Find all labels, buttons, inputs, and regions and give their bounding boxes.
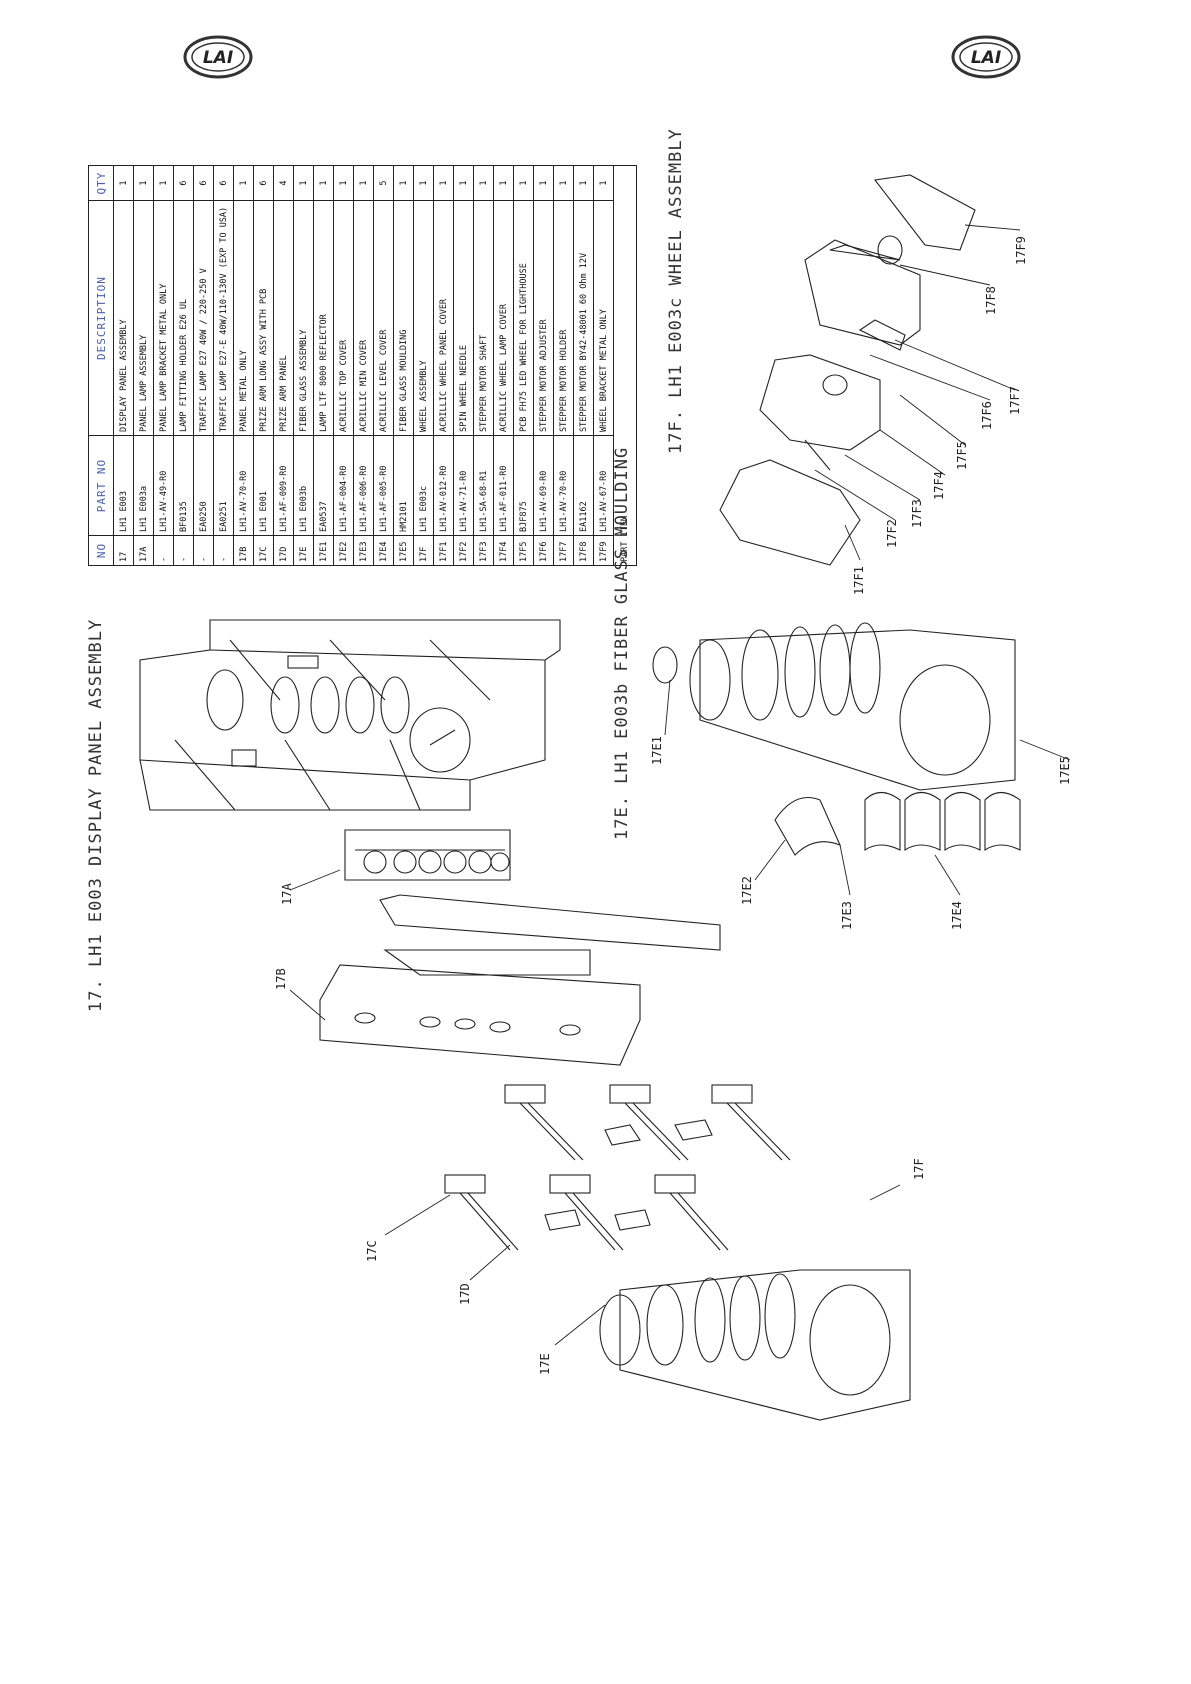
assembled-panel-drawing bbox=[139, 619, 561, 811]
callout-17e2: 17E2 bbox=[740, 876, 754, 905]
panel-metal-drawing bbox=[319, 894, 721, 1066]
callout-17f3: 17F3 bbox=[910, 499, 924, 528]
lai-logo-right: LAI bbox=[950, 32, 1022, 82]
callout-17b: 17B bbox=[274, 968, 288, 990]
callout-17f2: 17F2 bbox=[885, 519, 899, 548]
callout-17d: 17D bbox=[458, 1283, 472, 1305]
callout-17c: 17C bbox=[365, 1240, 379, 1262]
svg-text:LAI: LAI bbox=[203, 48, 233, 68]
callout-17f6: 17F6 bbox=[980, 401, 994, 430]
leader-lines bbox=[289, 224, 1071, 1346]
wheel-exploded-drawing bbox=[719, 174, 976, 566]
callout-17f4: 17F4 bbox=[932, 471, 946, 500]
acrylic-covers-drawing bbox=[774, 791, 1021, 856]
fiberglass-assembly-drawing bbox=[599, 1269, 911, 1421]
callout-17e: 17E bbox=[538, 1353, 552, 1375]
callout-17e3: 17E3 bbox=[840, 901, 854, 930]
callout-17e1: 17E1 bbox=[650, 736, 664, 765]
callout-17f: 17F bbox=[912, 1158, 926, 1180]
callout-17f9: 17F9 bbox=[1014, 236, 1028, 265]
fiberglass-moulding-drawing bbox=[652, 622, 1016, 791]
svg-text:LAI: LAI bbox=[971, 48, 1001, 68]
callout-17f7: 17F7 bbox=[1008, 386, 1022, 415]
lai-logo-left: LAI bbox=[182, 32, 254, 82]
panel-lamp-bracket-drawing bbox=[344, 829, 511, 881]
callout-17f1: 17F1 bbox=[852, 566, 866, 595]
prize-arms-drawing bbox=[444, 1084, 791, 1251]
callout-17f5: 17F5 bbox=[955, 441, 969, 470]
callout-17f8: 17F8 bbox=[984, 286, 998, 315]
callout-17a: 17A bbox=[280, 883, 294, 905]
callout-17e5: 17E5 bbox=[1058, 756, 1072, 785]
callout-17e4: 17E4 bbox=[950, 901, 964, 930]
